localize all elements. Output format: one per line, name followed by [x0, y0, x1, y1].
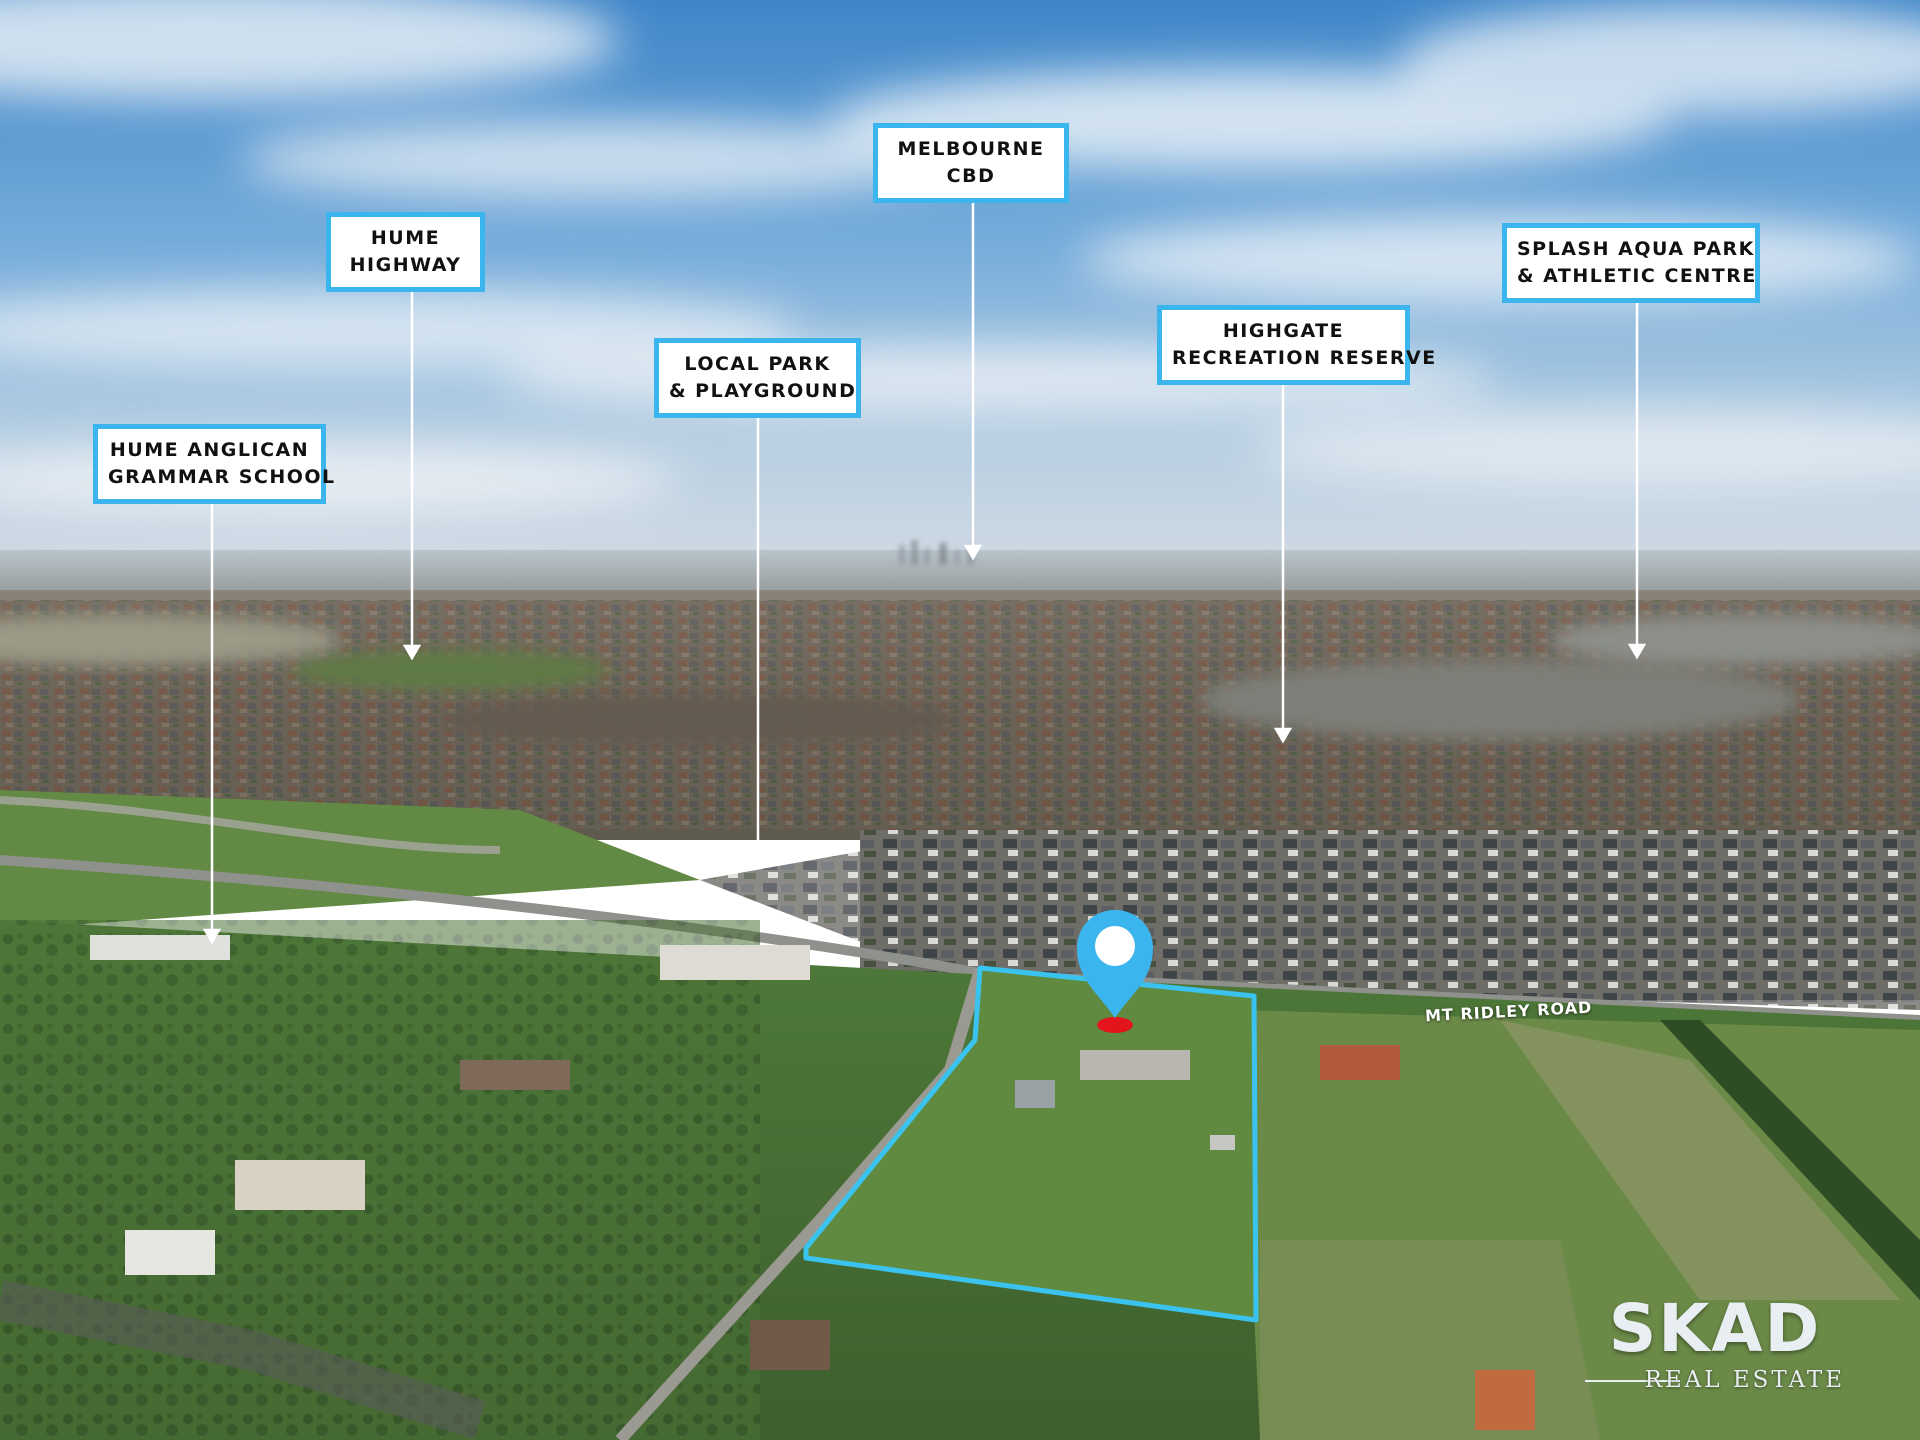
callout-splash-aqua-park: SPLASH AQUA PARK & ATHLETIC CENTRE	[1502, 223, 1760, 303]
logo-divider	[1585, 1380, 1680, 1382]
callout-line: GRAMMAR SCHOOL	[108, 466, 336, 488]
callout-line: HUME ANGLICAN	[109, 439, 310, 461]
callout-local-park-playground: LOCAL PARK & PLAYGROUND	[654, 338, 861, 418]
callout-line: HIGHGATE	[1222, 320, 1345, 342]
callout-line: RECREATION RESERVE	[1172, 347, 1437, 369]
callout-line: & ATHLETIC CENTRE	[1517, 265, 1757, 287]
callout-highgate-recreation-reserve: HIGHGATE RECREATION RESERVE	[1157, 305, 1437, 385]
location-pin-icon	[1077, 910, 1153, 1033]
callout-line: SPLASH AQUA PARK	[1517, 238, 1755, 260]
callout-melbourne-cbd: MELBOURNE CBD	[873, 123, 1069, 203]
callout-line: LOCAL PARK	[684, 353, 831, 375]
callout-line: CBD	[946, 165, 996, 187]
brand-logo: SKAD REAL ESTATE	[1585, 1290, 1845, 1395]
callout-line: MELBOURNE	[897, 138, 1045, 160]
callout-line: HUME	[370, 227, 441, 249]
callout-line: & PLAYGROUND	[669, 380, 857, 402]
callout-hume-highway: HUME HIGHWAY	[326, 212, 485, 292]
callout-line: HIGHWAY	[349, 254, 462, 276]
logo-name: SKAD	[1608, 1290, 1822, 1367]
property-boundary	[803, 965, 1259, 1323]
logo-subtitle: REAL ESTATE	[1644, 1367, 1845, 1393]
callout-hume-anglican-grammar-school: HUME ANGLICAN GRAMMAR SCHOOL	[93, 424, 336, 504]
